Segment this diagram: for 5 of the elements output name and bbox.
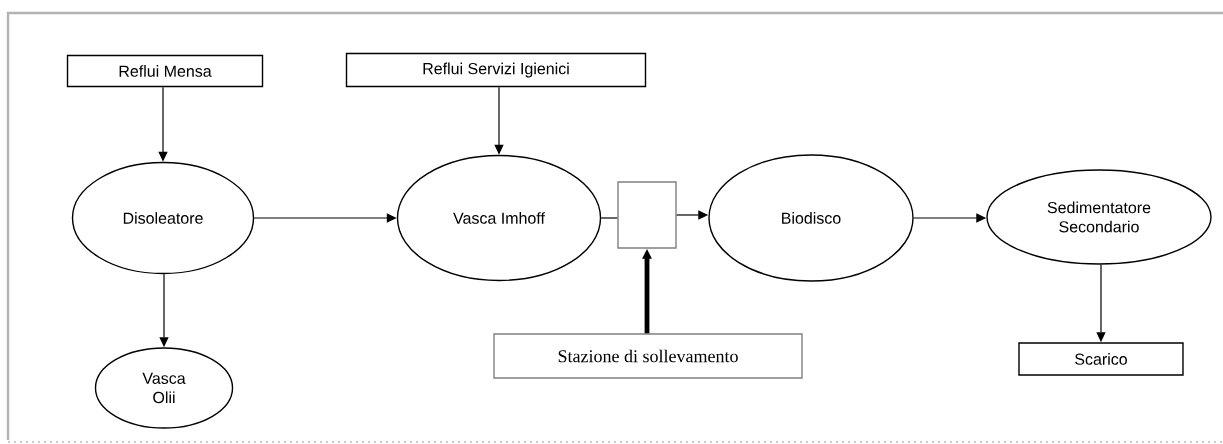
process-box: Reflui Mensa bbox=[66, 54, 264, 88]
process-box: Stazione di sollevamento bbox=[493, 333, 803, 379]
empty-box bbox=[617, 181, 677, 249]
process-box: Reflui Servizi Igienici bbox=[345, 52, 647, 88]
process-box: Scarico bbox=[1018, 342, 1184, 376]
